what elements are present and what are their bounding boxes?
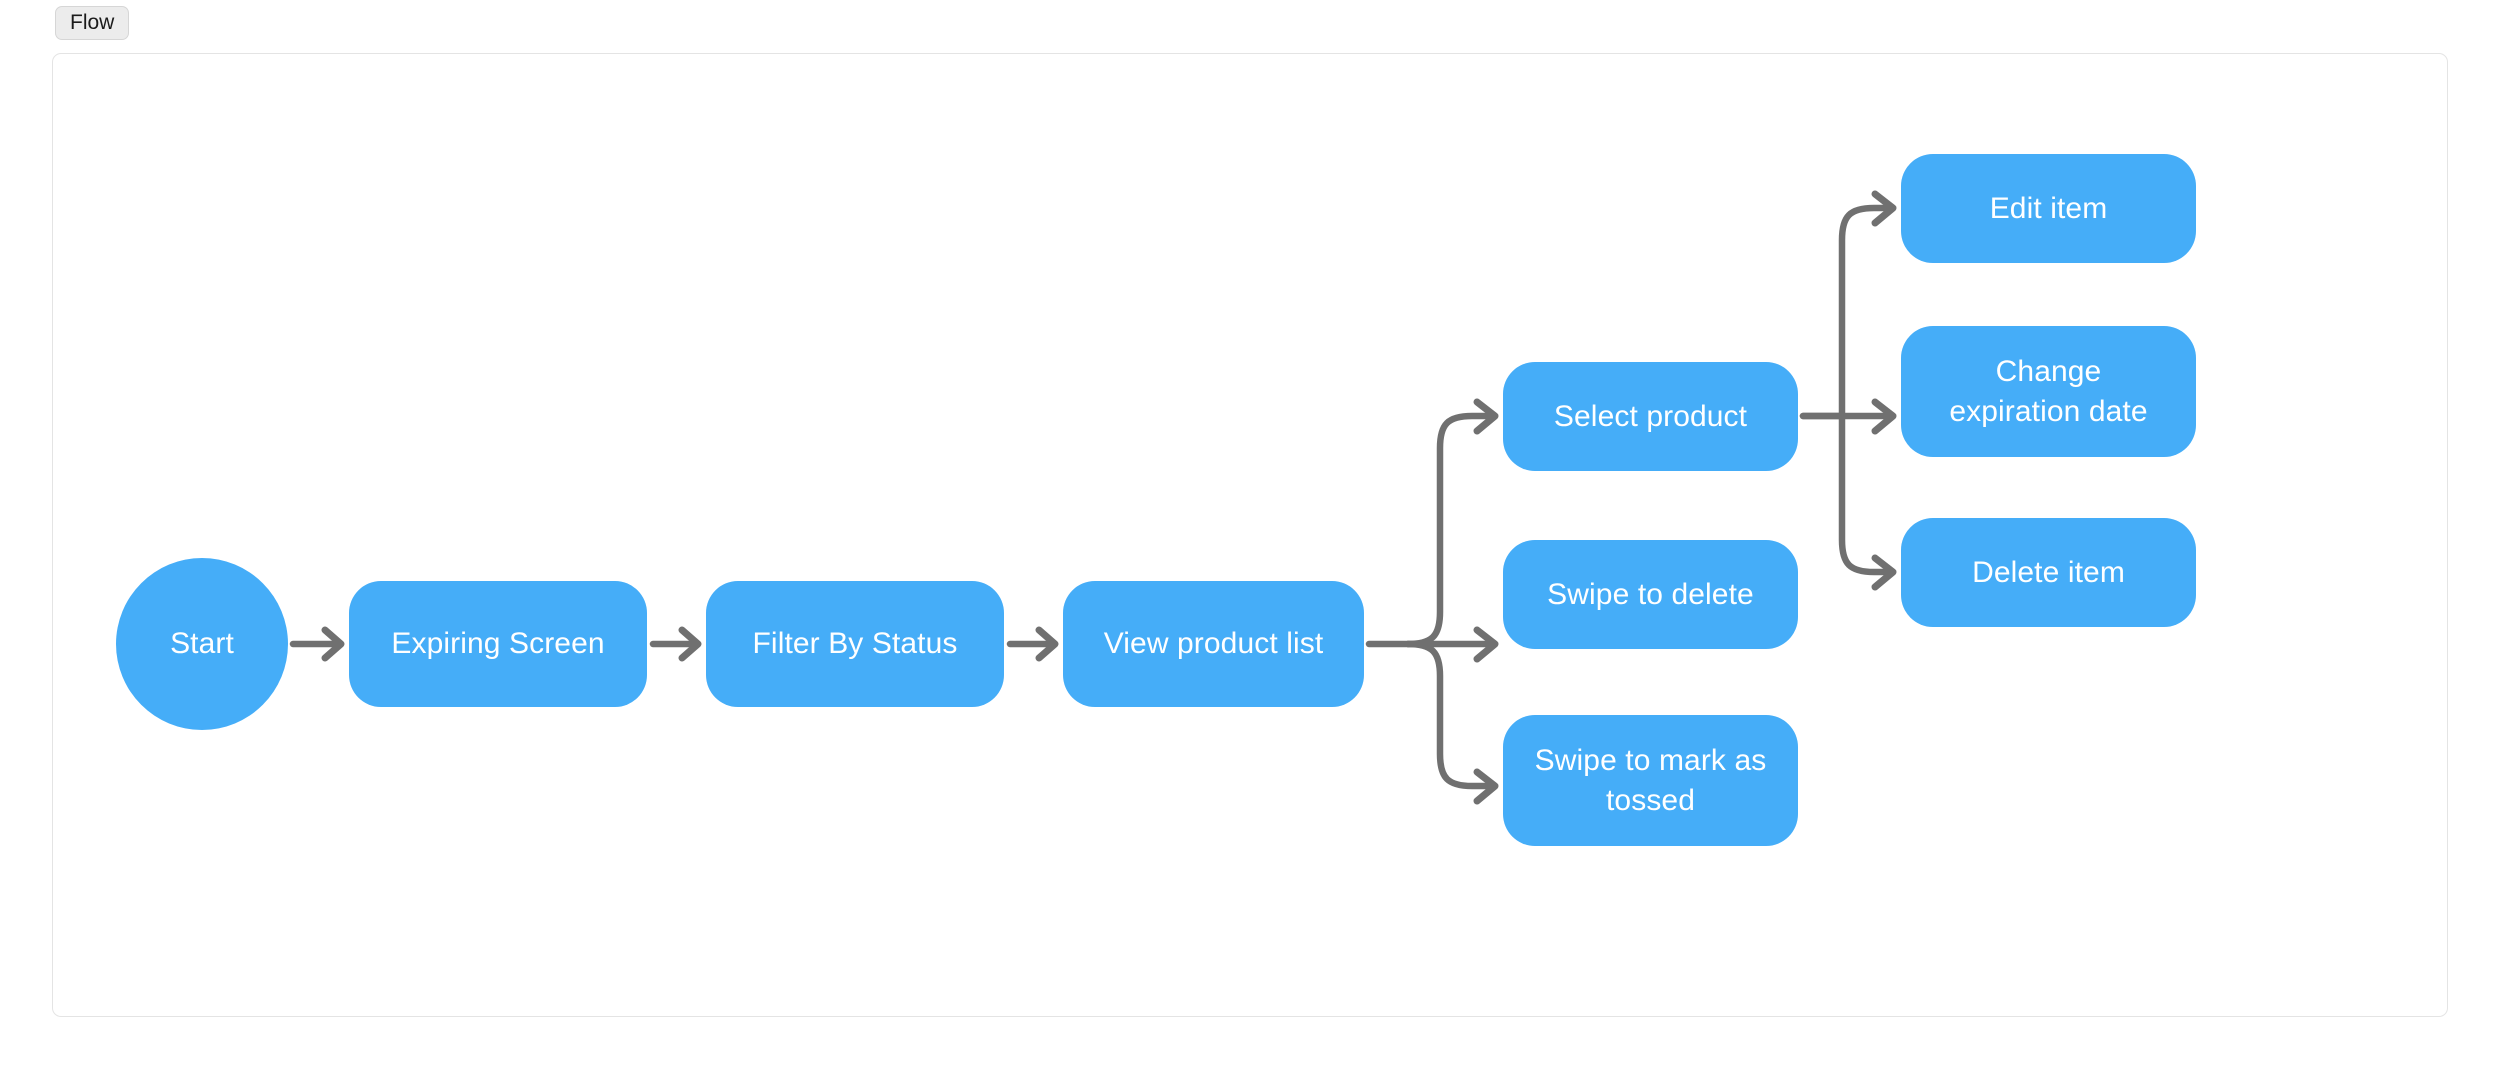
edge-select-to-delete <box>1838 412 1897 591</box>
flow-node-filter-by-status[interactable]: Filter By Status <box>706 581 1004 707</box>
edge-start-to-expiring <box>289 626 345 662</box>
edge-filter-to-viewlist <box>1006 626 1059 662</box>
flow-node-delete-item[interactable]: Delete item <box>1901 518 2196 627</box>
flow-tab-label[interactable]: Flow <box>55 6 130 40</box>
flow-node-view-product-list-label: View product list <box>1103 627 1324 661</box>
flow-node-change-expiration-date-label: Change expiration date <box>1949 354 2148 428</box>
flow-node-change-expiration-date[interactable]: Change expiration date <box>1901 326 2196 457</box>
flow-node-select-product-label: Select product <box>1553 399 1748 433</box>
edge-viewlist-to-select <box>1404 398 1499 648</box>
flow-canvas[interactable]: Start Expiring Screen Filter By Status V… <box>52 53 2448 1017</box>
flow-node-select-product[interactable]: Select product <box>1503 362 1798 471</box>
flow-tab-text: Flow <box>70 11 115 34</box>
edge-select-to-edit <box>1838 190 1897 420</box>
edge-expiring-to-filter <box>649 626 702 662</box>
edge-select-to-changedate <box>1799 398 1897 435</box>
edge-viewlist-to-swipetoss <box>1404 640 1499 805</box>
flow-node-edit-item[interactable]: Edit item <box>1901 154 2196 263</box>
flow-node-start-label: Start <box>170 627 234 661</box>
flow-node-filter-by-status-label: Filter By Status <box>752 627 958 661</box>
flow-node-start[interactable]: Start <box>116 558 288 730</box>
flow-node-expiring-screen-label: Expiring Screen <box>391 627 605 661</box>
flow-node-swipe-to-mark-as-tossed-label: Swipe to mark as tossed <box>1534 743 1767 817</box>
flow-node-swipe-to-delete[interactable]: Swipe to delete <box>1503 540 1798 649</box>
flow-node-swipe-to-delete-label: Swipe to delete <box>1547 577 1754 611</box>
flow-node-delete-item-label: Delete item <box>1972 555 2125 589</box>
flow-node-view-product-list[interactable]: View product list <box>1063 581 1364 707</box>
flow-node-expiring-screen[interactable]: Expiring Screen <box>349 581 647 707</box>
edge-viewlist-to-swipedelete <box>1404 626 1499 663</box>
flow-node-swipe-to-mark-as-tossed[interactable]: Swipe to mark as tossed <box>1503 715 1798 846</box>
flow-node-edit-item-label: Edit item <box>1989 191 2108 225</box>
